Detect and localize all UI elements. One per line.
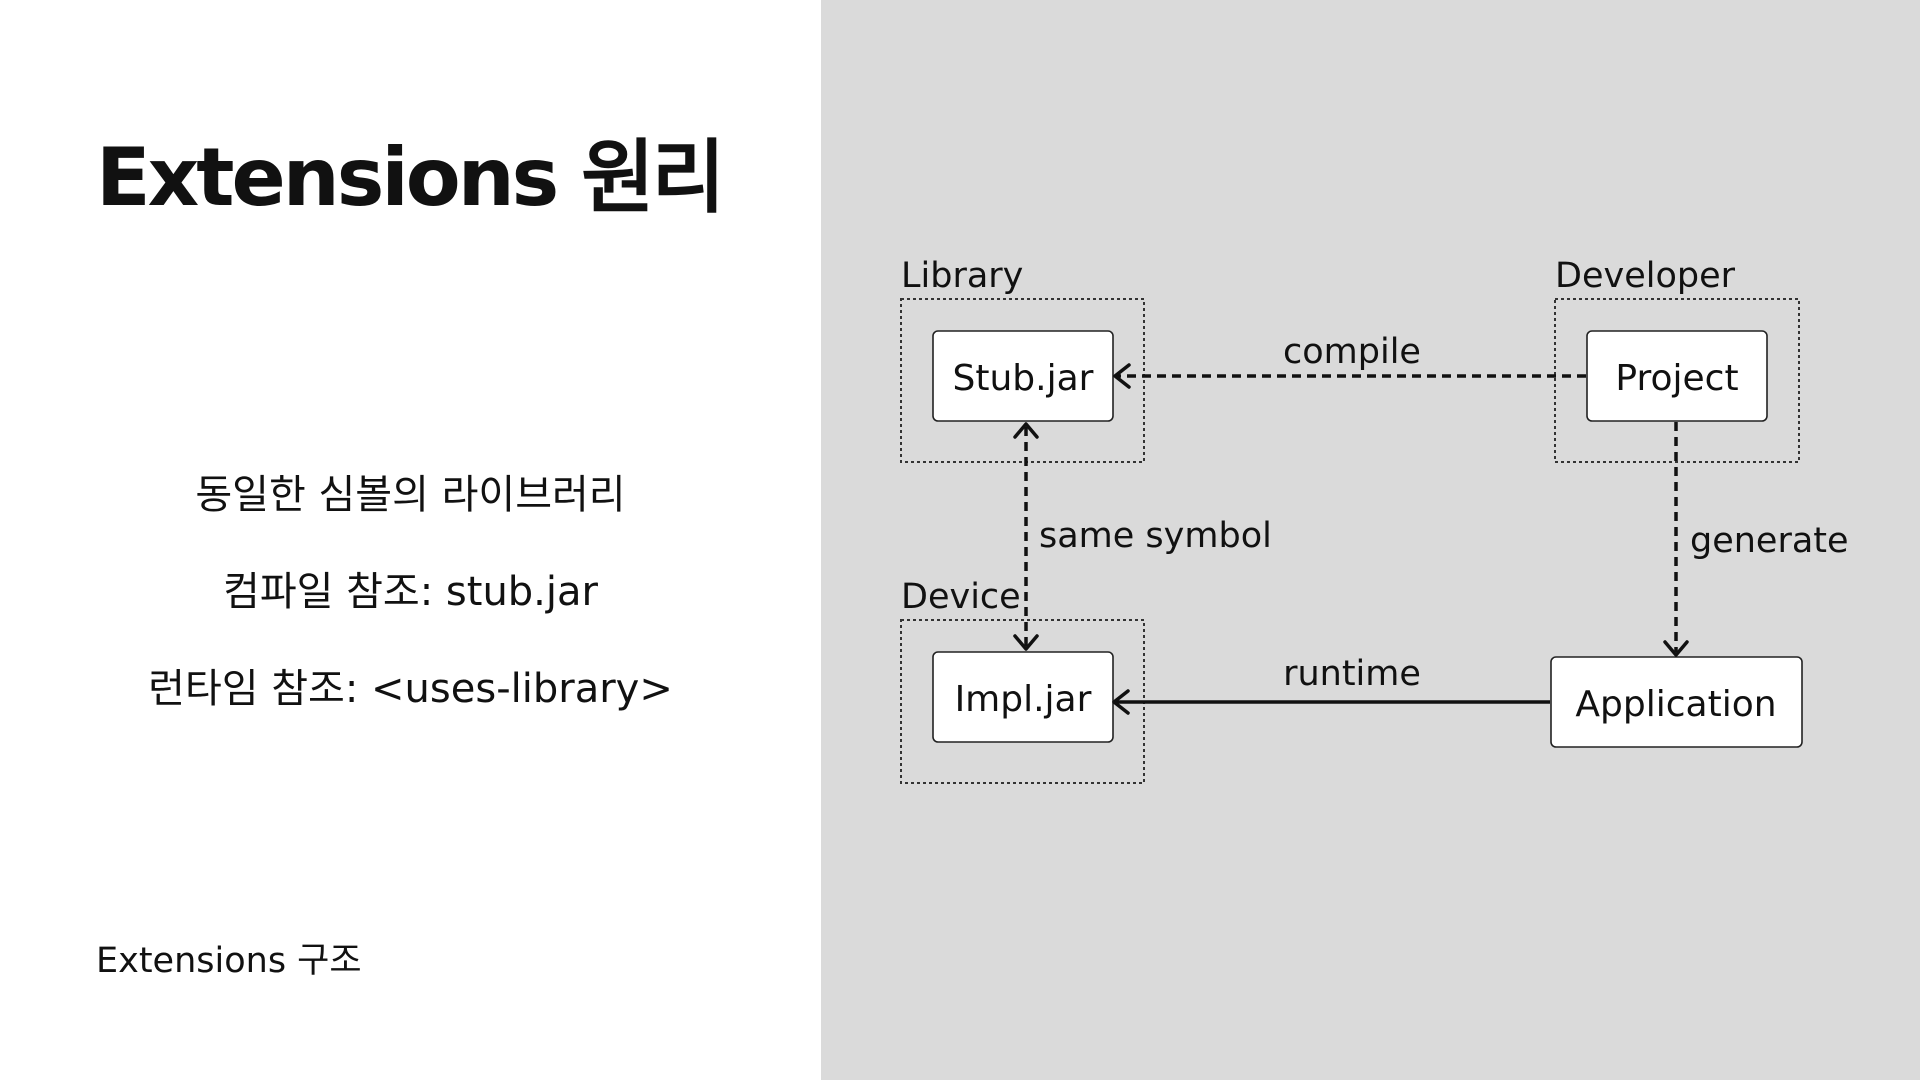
bullet-point-same-symbol-library: 동일한 심볼의 라이브러리 — [195, 472, 626, 518]
runtime-edge-label: runtime — [1283, 654, 1421, 694]
impl-jar-label: Impl.jar — [955, 679, 1092, 720]
left-panel: Extensions 원리 동일한 심볼의 라이브러리 컴파일 참조: stub… — [0, 0, 821, 1080]
slide-footer: Extensions 구조 — [96, 941, 362, 981]
stub-jar-label: Stub.jar — [953, 358, 1094, 399]
diagram-panel — [821, 0, 1920, 1080]
project-node — [1586, 330, 1768, 422]
bullet-list: 동일한 심볼의 라이브러리 컴파일 참조: stub.jar 런타임 참조: <… — [0, 462, 821, 753]
same-symbol-arrowhead-down — [1013, 634, 1039, 651]
generate-arrowhead — [1663, 640, 1689, 657]
application-label: Application — [1575, 684, 1776, 725]
bullet-point-runtime-reference: 런타임 참조: <uses-library> — [148, 666, 673, 712]
library-group-label: Library — [901, 256, 1023, 296]
developer-group-box — [1554, 298, 1800, 463]
device-group-label: Device — [901, 577, 1021, 617]
project-label: Project — [1615, 358, 1738, 399]
slide-title: Extensions 원리 — [96, 131, 725, 224]
developer-group-label: Developer — [1555, 256, 1736, 296]
same-symbol-arrowhead-up — [1013, 422, 1039, 439]
runtime-arrowhead — [1112, 689, 1130, 715]
generate-edge-label: generate — [1690, 521, 1849, 561]
application-node — [1550, 656, 1803, 748]
library-group-box — [900, 298, 1145, 463]
bullet-point-compile-reference: 컴파일 참조: stub.jar — [223, 569, 598, 615]
same-symbol-edge-label: same symbol — [1039, 516, 1272, 556]
stub-jar-node — [932, 330, 1114, 422]
impl-jar-node — [932, 651, 1114, 743]
compile-edge-label: compile — [1283, 332, 1421, 372]
compile-arrowhead — [1113, 363, 1131, 389]
